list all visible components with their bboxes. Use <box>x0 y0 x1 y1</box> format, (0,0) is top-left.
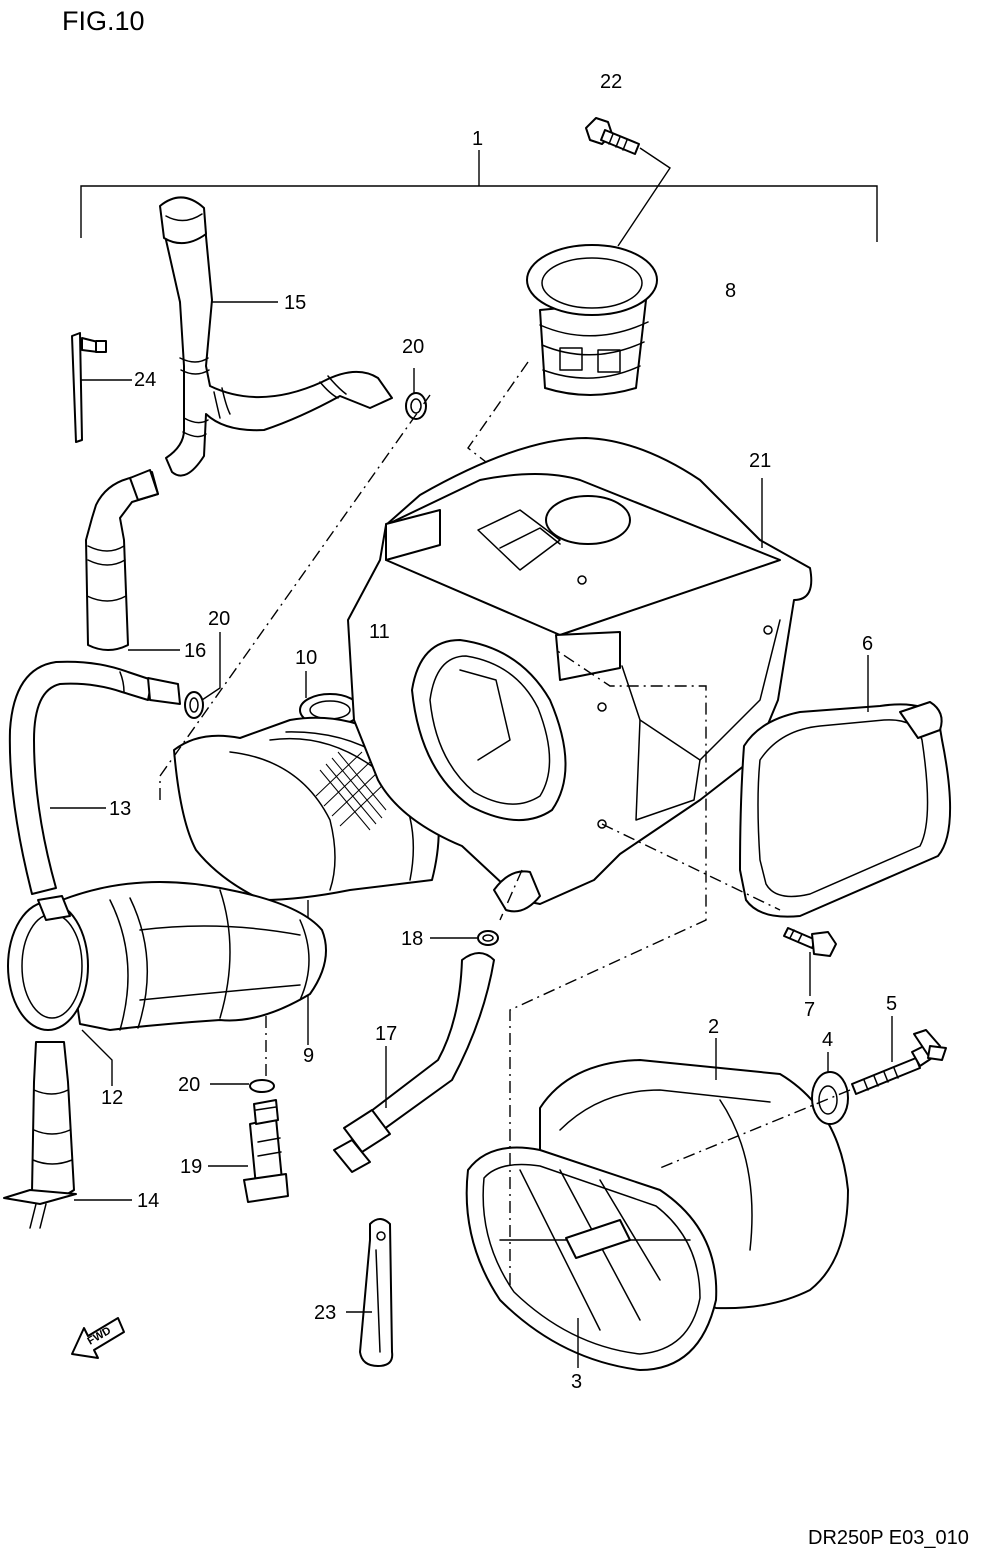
callout-7: 7 <box>804 999 815 1021</box>
callout-8: 8 <box>725 280 736 302</box>
callout-15: 15 <box>284 292 306 314</box>
drain-plug-19[interactable] <box>243 1099 289 1203</box>
filter-mesh <box>315 751 387 831</box>
callout-3: 3 <box>571 1371 582 1393</box>
washer-4[interactable] <box>811 1071 849 1125</box>
callout-18: 18 <box>401 928 423 950</box>
intake-funnel-8[interactable] <box>526 244 658 396</box>
cover-6[interactable] <box>739 701 952 918</box>
callout-20-mid: 20 <box>208 608 230 630</box>
air-cleaner-case-21[interactable] <box>347 437 813 913</box>
figure-title: FIG.10 <box>62 6 145 36</box>
callout-labels: 1 2 3 4 5 6 7 8 9 10 11 12 13 14 15 16 1… <box>101 71 897 1393</box>
callout-21: 21 <box>749 450 771 472</box>
hose-clamp-20-mid[interactable] <box>184 691 204 719</box>
callout-4: 4 <box>822 1029 833 1051</box>
clamp-18[interactable] <box>477 930 499 946</box>
callout-10: 10 <box>295 647 317 669</box>
callout-24: 24 <box>134 369 156 391</box>
bolt-22[interactable] <box>585 117 640 155</box>
wing-bolt-5[interactable] <box>851 1029 947 1095</box>
callout-20-top: 20 <box>402 336 424 358</box>
wire-clip-24[interactable] <box>71 332 107 443</box>
drain-tube-14[interactable] <box>3 1041 77 1229</box>
hose-clamp-20-top[interactable] <box>405 392 427 420</box>
hose-clamp-20-bottom[interactable] <box>249 1079 275 1093</box>
filter-cage-3[interactable] <box>465 1146 718 1371</box>
breather-hose-16[interactable] <box>85 469 159 651</box>
figure-code: DR250P E03_010 <box>808 1527 969 1549</box>
drain-hose-17[interactable] <box>333 952 495 1173</box>
callout-9: 9 <box>303 1045 314 1067</box>
intake-duct-12[interactable] <box>7 881 327 1031</box>
callout-11: 11 <box>369 621 390 643</box>
callout-14: 14 <box>137 1190 159 1212</box>
screw-7[interactable] <box>783 927 837 957</box>
breather-hose-15[interactable] <box>159 196 393 477</box>
callout-17: 17 <box>375 1023 397 1045</box>
callout-16: 16 <box>184 640 206 662</box>
callout-20-bottom: 20 <box>178 1074 200 1096</box>
callout-19: 19 <box>180 1156 202 1178</box>
callout-5: 5 <box>886 993 897 1015</box>
assembly-bracket <box>80 150 878 242</box>
alignment-lines <box>159 361 851 1285</box>
callout-1: 1 <box>472 128 483 150</box>
callout-2: 2 <box>708 1016 719 1038</box>
strap-23[interactable] <box>359 1218 394 1367</box>
callout-6: 6 <box>862 633 873 655</box>
callout-23: 23 <box>314 1302 336 1324</box>
callout-22: 22 <box>600 71 622 93</box>
callout-13: 13 <box>109 798 131 820</box>
forward-arrow-icon: FWD <box>71 1317 125 1359</box>
drain-hose-13[interactable] <box>8 660 181 895</box>
callout-12: 12 <box>101 1087 123 1109</box>
